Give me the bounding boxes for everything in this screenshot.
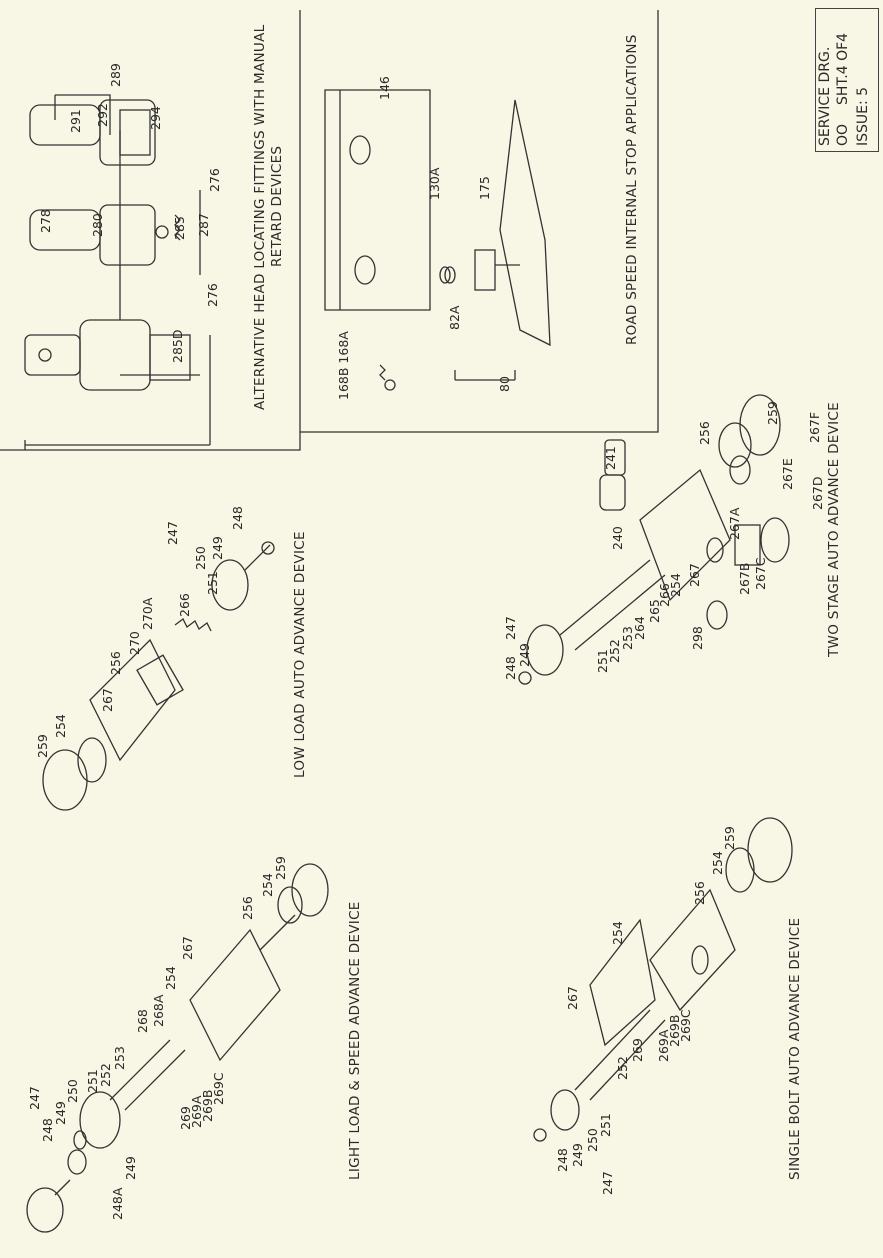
- part-label: 254: [53, 714, 68, 738]
- stamp-line-2: OO: [835, 123, 851, 146]
- part-label: 267: [565, 986, 580, 1010]
- low-load-device-drawing: [42, 541, 275, 811]
- part-label: 267C: [753, 557, 768, 590]
- part-label: 249: [53, 1101, 68, 1125]
- part-label: 241: [603, 446, 618, 470]
- part-label: 267: [180, 936, 195, 960]
- light-load-title: LIGHT LOAD & SPEED ADVANCE DEVICE: [347, 901, 363, 1180]
- part-label: 267B: [737, 562, 752, 595]
- part-label: 280: [90, 213, 105, 237]
- stamp-line-3: SHT.4 OF4: [835, 32, 851, 105]
- part-label: 294: [148, 106, 163, 130]
- part-label: 268A: [151, 994, 166, 1027]
- part-label: 267D: [810, 476, 825, 510]
- part-label: 298: [690, 626, 705, 650]
- part-label: 256: [697, 421, 712, 445]
- part-label: 248: [555, 1148, 570, 1172]
- part-label: 254: [610, 921, 625, 945]
- part-label: 267F: [807, 411, 822, 443]
- part-label: 259: [765, 401, 780, 425]
- part-label: 285: [172, 216, 187, 240]
- alt-head-title-2: RETARD DEVICES: [269, 145, 285, 267]
- part-label: 250: [65, 1079, 80, 1103]
- part-label: 146: [377, 76, 392, 100]
- part-label: 249: [210, 536, 225, 560]
- part-label: 270: [127, 631, 142, 655]
- part-label: 248: [503, 656, 518, 680]
- single-bolt-device-drawing: [533, 817, 793, 1142]
- part-label: 249: [517, 643, 532, 667]
- part-label: 248A: [110, 1187, 125, 1220]
- part-label: 240: [610, 526, 625, 550]
- part-label: 252: [98, 1063, 113, 1087]
- service-drawing-stamp: [815, 8, 879, 152]
- part-label: 254: [668, 573, 683, 597]
- part-label: 130A: [427, 167, 442, 200]
- part-label: 268: [135, 1009, 150, 1033]
- part-label: 80: [497, 376, 512, 392]
- part-label: 269: [630, 1038, 645, 1062]
- part-label: 251: [205, 571, 220, 595]
- road-speed-title: ROAD SPEED INTERNAL STOP APPLICATIONS: [624, 34, 640, 345]
- part-label: 278: [38, 209, 53, 233]
- part-label: 259: [273, 856, 288, 880]
- light-load-device-drawing: [26, 863, 329, 1233]
- single-bolt-title: SINGLE BOLT AUTO ADVANCE DEVICE: [787, 917, 803, 1180]
- part-label: 267: [100, 688, 115, 712]
- part-label: 259: [722, 826, 737, 850]
- two-stage-device-drawing: [518, 394, 790, 685]
- part-label: 247: [27, 1086, 42, 1110]
- part-label: 256: [108, 651, 123, 675]
- part-label: 292: [95, 103, 110, 127]
- alt-head-panel-border: [0, 10, 301, 451]
- part-label: 254: [710, 851, 725, 875]
- part-label: 285D: [170, 329, 185, 363]
- part-label: 247: [600, 1171, 615, 1195]
- part-label: 276: [207, 168, 222, 192]
- part-label: 259: [35, 734, 50, 758]
- part-label: 291: [68, 109, 83, 133]
- part-label: 269C: [211, 1072, 226, 1105]
- housing-146-drawing: [324, 89, 551, 391]
- part-label: 269C: [678, 1009, 693, 1042]
- part-label: 252: [615, 1056, 630, 1080]
- part-label: 248: [230, 506, 245, 530]
- two-stage-title: TWO STAGE AUTO ADVANCE DEVICE: [826, 402, 842, 657]
- stamp-line-1: SERVICE DRG.: [817, 46, 833, 146]
- part-label: 266: [177, 593, 192, 617]
- part-label: 254: [163, 966, 178, 990]
- part-label: 247: [503, 616, 518, 640]
- part-label: 267: [687, 563, 702, 587]
- part-label: 264: [632, 616, 647, 640]
- part-label: 289: [108, 63, 123, 87]
- part-label: 276: [205, 283, 220, 307]
- fitting-285d-drawing: [24, 319, 191, 391]
- part-label: 287: [196, 213, 211, 237]
- part-label: 267A: [727, 507, 742, 540]
- part-label: 249: [123, 1156, 138, 1180]
- part-label: 168B 168A: [336, 331, 351, 400]
- stamp-line-4: ISSUE: 5: [855, 86, 871, 146]
- alt-head-title: ALTERNATIVE HEAD LOCATING FITTINGS WITH …: [252, 24, 268, 410]
- road-speed-panel-border: [300, 10, 659, 433]
- part-label: 82A: [447, 305, 462, 330]
- part-label: 267E: [780, 458, 795, 490]
- part-label: 256: [240, 896, 255, 920]
- part-label: 270A: [140, 597, 155, 630]
- part-label: 175: [477, 176, 492, 200]
- low-load-title: LOW LOAD AUTO ADVANCE DEVICE: [292, 531, 308, 778]
- part-label: 249: [570, 1143, 585, 1167]
- part-label: 256: [692, 881, 707, 905]
- part-label: 247: [165, 521, 180, 545]
- part-label: 250: [193, 546, 208, 570]
- part-label: 251: [598, 1113, 613, 1137]
- part-label: 253: [112, 1046, 127, 1070]
- fitting-276-drawing: [29, 204, 181, 266]
- fitting-289-drawing: [29, 99, 156, 166]
